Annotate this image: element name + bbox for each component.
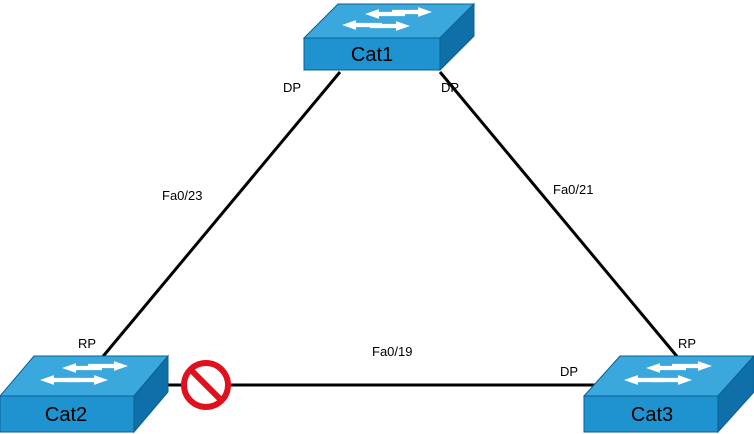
switch-label-cat1: Cat1 — [351, 44, 393, 66]
switch-cat2[interactable]: Cat2 — [0, 354, 170, 434]
port-role-cat1-right: DP — [441, 80, 459, 95]
workgroup-switch-icon — [0, 354, 170, 434]
link-cat1-cat2 — [98, 71, 342, 361]
port-role-cat3-designated: DP — [560, 364, 578, 379]
workgroup-switch-icon — [302, 2, 476, 72]
switch-cat1[interactable]: Cat1 — [302, 2, 476, 72]
prohibited-icon — [181, 360, 231, 410]
interface-label-fa0-19: Fa0/19 — [372, 344, 412, 359]
link-cat1-cat3 — [438, 71, 682, 361]
interface-label-fa0-21: Fa0/21 — [553, 182, 593, 197]
port-role-cat3-root: RP — [678, 336, 696, 351]
port-role-cat1-left: DP — [283, 80, 301, 95]
switch-cat3[interactable]: Cat3 — [582, 355, 754, 434]
workgroup-switch-icon — [582, 355, 754, 434]
interface-label-fa0-23: Fa0/23 — [162, 188, 202, 203]
switch-label-cat3: Cat3 — [631, 404, 673, 426]
port-role-cat2-root: RP — [78, 336, 96, 351]
switch-label-cat2: Cat2 — [45, 404, 87, 426]
